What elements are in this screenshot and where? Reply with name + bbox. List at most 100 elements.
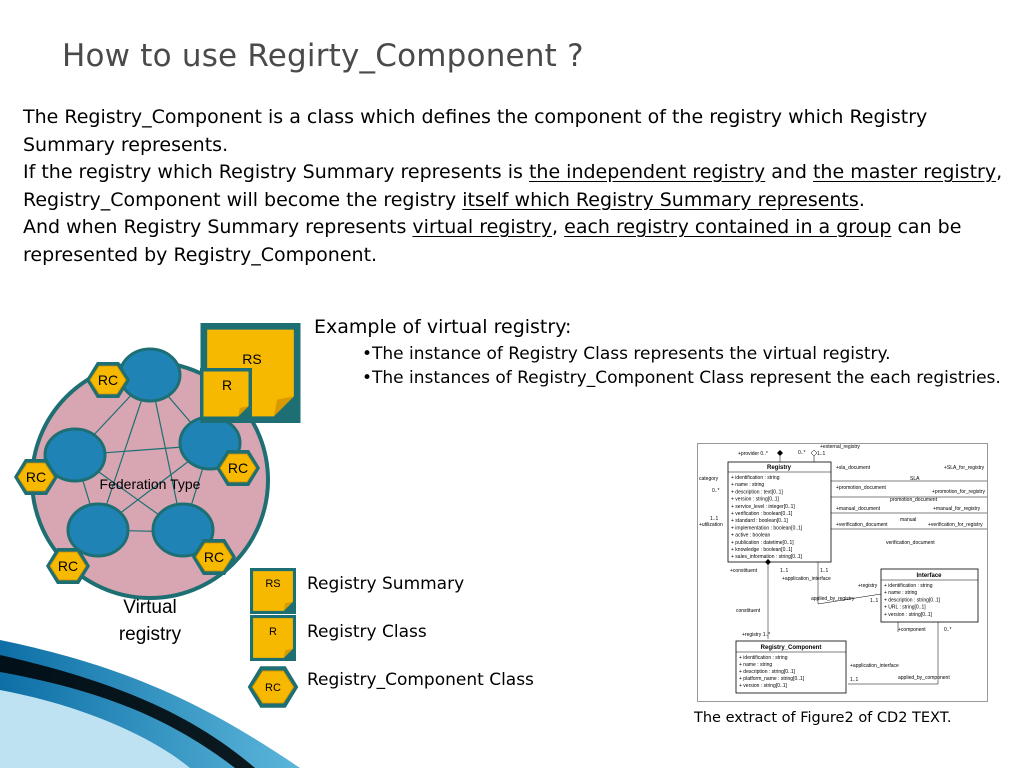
- uml-attribute: + name : string: [884, 590, 917, 596]
- uml-class-name: Interface: [916, 573, 942, 579]
- uml-attribute: + publication : datetime[0..1]: [731, 540, 794, 546]
- uml-label: +application_interface: [850, 663, 899, 669]
- uml-label: applied_by_registry: [811, 596, 855, 602]
- uml-label: +utilization: [699, 522, 723, 528]
- uml-label: +SLA_for_registry: [944, 465, 985, 471]
- uml-attribute: + identification : string: [731, 475, 780, 481]
- legend-badge-rs: RS: [265, 578, 280, 590]
- rc-hex: RC: [45, 547, 91, 585]
- uml-label: +registry: [858, 583, 878, 589]
- uml-label: +verification_document: [836, 522, 888, 528]
- underlined-term: itself which Registry Summary represents: [462, 188, 859, 211]
- uml-attribute: + version : string[0..1]: [731, 497, 780, 503]
- uml-label: 0..*: [712, 488, 720, 494]
- uml-label: +application_interface: [782, 576, 831, 582]
- uml-label: +manual_for_registry: [933, 506, 981, 512]
- uml-attribute: + description : string[0..1]: [739, 669, 796, 675]
- intro-text-run: and: [765, 161, 813, 183]
- underlined-term: the master registry: [812, 161, 997, 183]
- uml-label: 1..1: [850, 677, 859, 683]
- uml-attribute: + identification : string: [884, 583, 933, 589]
- intro-text-run: , Registry_Component will become the reg…: [23, 161, 1003, 211]
- uml-attribute: + verification : boolean[0..1]: [731, 511, 793, 517]
- rc-label: RC: [228, 460, 248, 476]
- legend-label-r: Registry Class: [307, 622, 427, 642]
- uml-label: promotion_document: [890, 497, 938, 503]
- intro-text-run: If the registry which Registry Summary r…: [23, 161, 529, 183]
- uml-label: category: [699, 476, 719, 482]
- legend-badge-rc: RC: [265, 682, 281, 694]
- uml-label: +promotion_document: [836, 485, 887, 491]
- legend-rc-icon: RC: [247, 665, 299, 709]
- uml-attribute: + platform_name : string[0..1]: [739, 676, 805, 682]
- uml-label: +promotion_for_registry: [932, 489, 985, 495]
- uml-label: 1..1: [780, 568, 789, 574]
- uml-label: +constituent: [730, 568, 758, 574]
- uml-class-name: Registry: [767, 465, 792, 471]
- rc-label: RC: [26, 469, 46, 485]
- uml-label: +external_registry: [820, 444, 860, 450]
- uml-class-registry-component: Registry_Component + identification : st…: [735, 640, 847, 694]
- uml-label: 0..*: [944, 627, 952, 633]
- legend-label-rs: Registry Summary: [307, 574, 465, 594]
- intro-text-run: can be represented by Registry_Component…: [23, 216, 962, 266]
- legend-rs-icon: RS: [250, 568, 296, 614]
- rc-label: RC: [204, 549, 224, 565]
- uml-label: 1..1: [870, 598, 879, 604]
- intro-paragraph-2: If the registry which Registry Summary r…: [23, 159, 1003, 214]
- uml-diagram: +external_registry +provider 0..* 0..* 1…: [699, 444, 987, 694]
- uml-label: applied_by_component: [898, 675, 950, 681]
- uml-label: 0..*: [798, 450, 806, 456]
- slide-title: How to use Regirty_Component ?: [62, 38, 584, 74]
- rc-hex: RC: [13, 458, 59, 496]
- uml-attribute: + name : string: [731, 482, 764, 488]
- intro-text-run: And when Registry Summary represents: [23, 216, 413, 238]
- uml-attribute: + active : boolean: [731, 533, 771, 539]
- uml-attribute: + implementation : boolean[0..1]: [731, 525, 803, 531]
- legend-label-rc: Registry_Component Class: [307, 670, 534, 690]
- uml-attribute: + service_level : integer[0..1]: [731, 504, 795, 510]
- legend-r-icon: R: [250, 615, 296, 661]
- uml-attribute: + URL : string[0..1]: [884, 605, 926, 611]
- uml-attr-list: + identification : string+ name : string…: [739, 655, 805, 689]
- registry-node: [118, 347, 182, 403]
- intro-text-run: .: [858, 188, 865, 211]
- rc-label: RC: [98, 372, 118, 388]
- uml-label: 1..1: [820, 568, 829, 574]
- uml-attr-list: + identification : string+ name : string…: [884, 583, 941, 618]
- intro-paragraph-3: And when Registry Summary represents vir…: [23, 214, 1003, 269]
- uml-attribute: + identification : string: [739, 655, 788, 661]
- uml-label: +manual_document: [836, 506, 881, 512]
- figure-caption: The extract of Figure2 of CD2 TEXT.: [694, 710, 952, 726]
- rc-hex: RC: [191, 538, 237, 576]
- rc-hex: RC: [85, 361, 131, 399]
- virtual-label-2: registry: [119, 624, 182, 645]
- uml-attribute: + sales_information : string[0..1]: [731, 554, 803, 560]
- underlined-term: the independent registry: [528, 161, 766, 183]
- uml-attribute: + knowledge : boolean[0..1]: [731, 547, 793, 553]
- uml-attribute: + standard : boolean[0..1]: [731, 518, 788, 524]
- uml-attribute: + version : string[0..1]: [884, 612, 933, 618]
- uml-label: 1..1: [817, 451, 826, 457]
- uml-label: 1..1: [710, 516, 719, 522]
- uml-label: constituent: [736, 608, 761, 614]
- intro-text: The Registry_Component is a class which …: [23, 104, 1003, 269]
- uml-class-registry: Registry + identification : string+ name…: [727, 461, 832, 563]
- registry-node: [43, 427, 107, 483]
- federation-label: Federation Type: [100, 476, 201, 492]
- uml-figure: +external_registry +provider 0..* 0..* 1…: [697, 443, 988, 702]
- rs-note: RS: [200, 323, 301, 423]
- r-label: R: [222, 377, 232, 393]
- rc-hex: RC: [215, 449, 261, 487]
- example-bullet-2: •The instances of Registry_Component Cla…: [362, 368, 1001, 388]
- uml-attribute: + description : text[0..1]: [731, 489, 783, 495]
- uml-label: +sla_document: [836, 465, 871, 471]
- uml-class-name: Registry_Component: [761, 645, 822, 651]
- uml-label: +provider 0..*: [738, 451, 768, 457]
- uml-label: +verification_for_registry: [928, 522, 983, 528]
- r-note: R: [200, 368, 252, 420]
- intro-text-run: ,: [552, 216, 565, 238]
- uml-attr-list: + identification : string+ name : string…: [731, 475, 803, 560]
- virtual-registry-diagram: RS R RC RC RC RC RC Federation Type Virt…: [13, 323, 301, 645]
